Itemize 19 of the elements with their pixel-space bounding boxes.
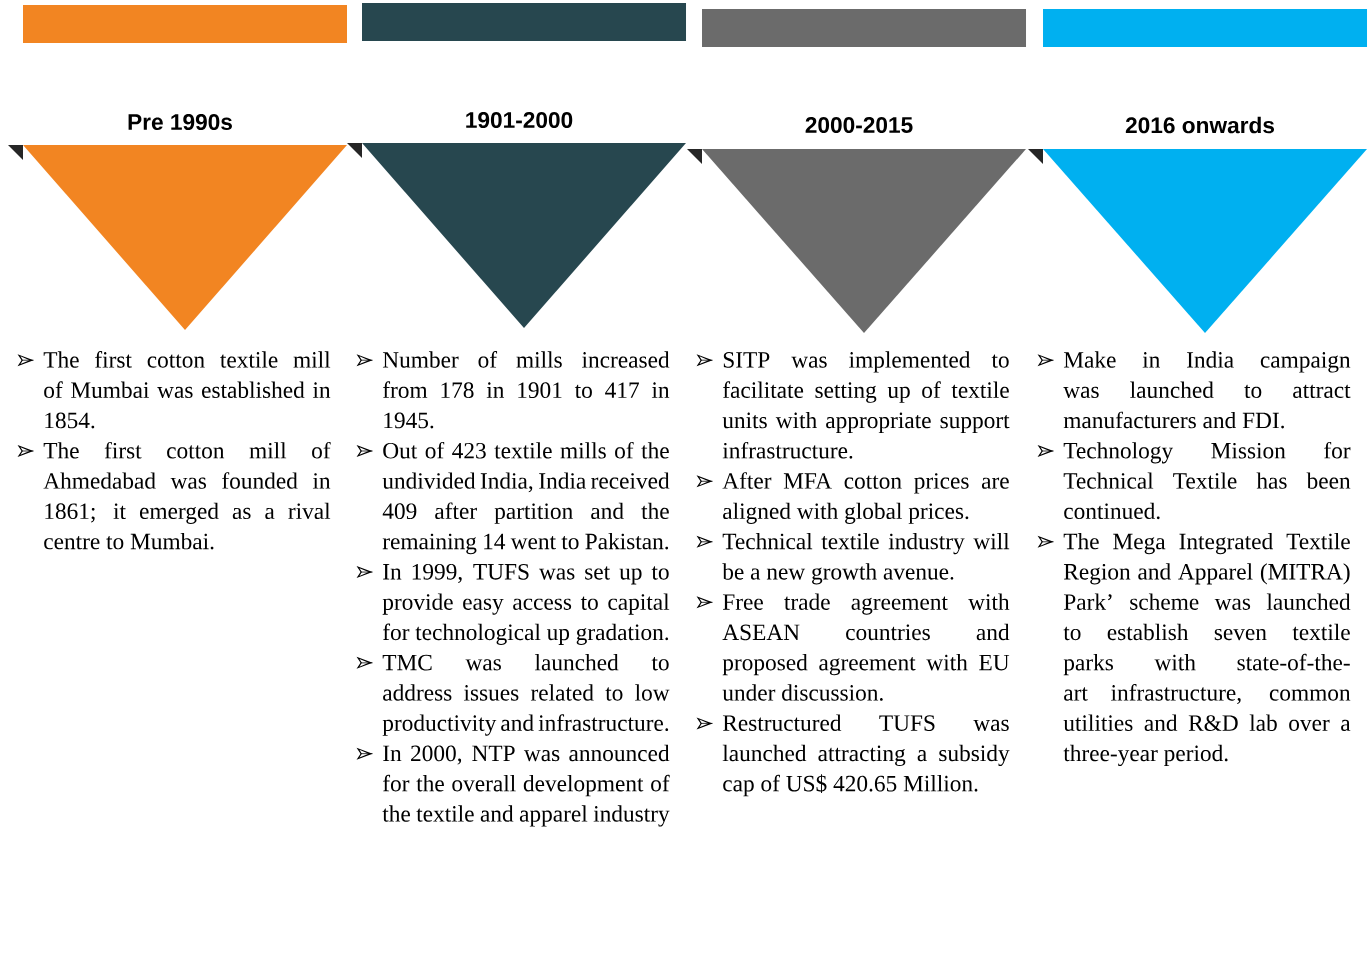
bullet-text: The first cotton textile mill of Mumbai was established in 1854.	[17, 351, 331, 429]
bullet-text: TMC was launched to address issues related to low productivity and infrastructure.	[356, 654, 670, 736]
bullet-text: In 1999, TUFS was set up to provide easy access to capital for technological up gradation.	[356, 563, 670, 645]
period-heading: 2016 onwards	[1125, 116, 1274, 134]
period-heading: 1901-2000	[466, 111, 573, 129]
period-heading: 2000-2015	[805, 116, 913, 134]
bullet-text: Number of mills increased from 178 in 1901 to 417 in 1945.	[356, 351, 670, 429]
bullet-text: Restructured TUFS was launched attracting a subsidy cap of US$ 420.65 Million.	[696, 714, 1010, 797]
bullet-text: In 2000, NTP was announced for the overall development of the textile and apparel industry	[356, 744, 670, 827]
bullet-text: The first cotton mill of Ahmedabad was founded in 1861; it emerged as a rival centre to Mumbai.	[17, 441, 331, 550]
period-heading: Pre 1990s	[128, 113, 232, 131]
bullet-text: Technology Mission for Technical Textile has been continued.	[1037, 441, 1351, 520]
bullet-text: The Mega Integrated Textile Region and Apparel (MITRA) Park’ scheme was launched to establish seven textile parks with state-of-the-art infrastructure, common utilities and R&D lab over a three-year period.	[1037, 532, 1351, 767]
bullet-text: Technical textile industry will be a new growth avenue.	[696, 532, 1010, 585]
bullet-text: SITP was implemented to facilitate setting up of textile units with appropriate support infrastructure.	[696, 351, 1010, 459]
bullet-text: Out of 423 textile mills of the undivided India, India received 409 after partition and the remaining 14 went to Pakistan.	[356, 441, 670, 555]
bullet-text: After MFA cotton prices are aligned with global prices.	[696, 472, 1009, 524]
bullet-text: Make in India campaign was launched to attract manufacturers and FDI.	[1037, 351, 1351, 429]
bullet-text: Free trade agreement with ASEAN countries and proposed agreement with EU under discussion.	[696, 593, 1010, 701]
